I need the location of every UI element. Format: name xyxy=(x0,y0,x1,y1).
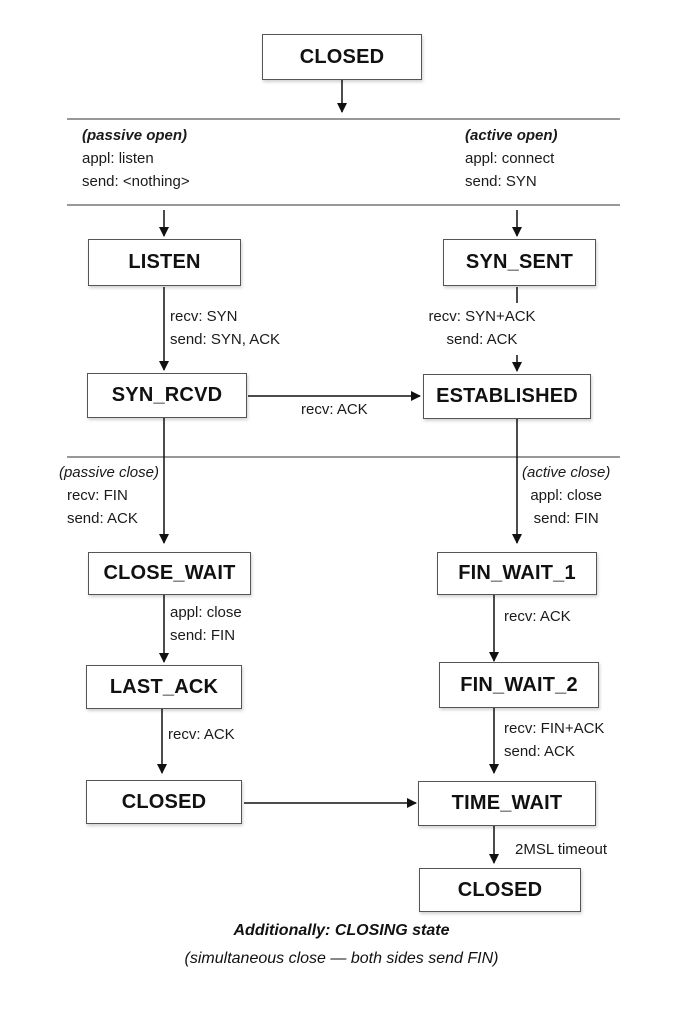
passive-close-heading: (passive close) xyxy=(58,464,159,481)
label-fin-wait-2-to-time-wait: recv: FIN+ACK send: ACK xyxy=(504,717,604,763)
state-close-wait: CLOSE_WAIT xyxy=(88,552,251,595)
state-fin-wait-2: FIN_WAIT_2 xyxy=(439,662,599,708)
state-closed-top: CLOSED xyxy=(262,34,422,80)
section-passive-open: (passive open) appl: listen send: <nothi… xyxy=(82,124,190,193)
state-established: ESTABLISHED xyxy=(423,374,591,419)
active-close-heading: (active close) xyxy=(522,464,611,481)
passive-open-line2: send: <nothing> xyxy=(82,173,190,190)
active-close-line1: appl: close xyxy=(530,487,603,504)
active-open-line2: send: SYN xyxy=(465,173,537,190)
section-active-open: (active open) appl: connect send: SYN xyxy=(465,124,558,193)
section-active-close: (active close) appl: close send: FIN xyxy=(522,461,610,530)
state-closed-bottom: CLOSED xyxy=(419,868,581,912)
close-wait-last-ack-line1: appl: close xyxy=(170,604,242,621)
syn-sent-est-line2: send: ACK xyxy=(446,331,518,348)
state-last-ack: LAST_ACK xyxy=(86,665,242,709)
state-syn-rcvd: SYN_RCVD xyxy=(87,373,247,418)
note-simultaneous-close: (simultaneous close — both sides send FI… xyxy=(184,950,499,967)
syn-sent-est-line1: recv: SYN+ACK xyxy=(428,308,536,325)
fw2-tw-line2: send: ACK xyxy=(504,743,575,760)
active-open-heading: (active open) xyxy=(465,127,558,144)
passive-open-heading: (passive open) xyxy=(82,127,188,144)
label-last-ack-to-closed: recv: ACK xyxy=(168,723,235,746)
state-syn-sent: SYN_SENT xyxy=(443,239,596,286)
note-closing-state: Additionally: CLOSING state xyxy=(233,922,450,939)
label-close-wait-to-last-ack: appl: close send: FIN xyxy=(170,601,242,647)
label-syn-sent-to-established: recv: SYN+ACK send: ACK xyxy=(420,305,544,351)
label-listen-to-syn-rcvd: recv: SYN send: SYN, ACK xyxy=(170,305,280,351)
listen-syn-rcvd-line1: recv: SYN xyxy=(170,308,238,325)
active-open-line1: appl: connect xyxy=(465,150,555,167)
state-fin-wait-1: FIN_WAIT_1 xyxy=(437,552,597,595)
last-ack-closed-line1: recv: ACK xyxy=(168,726,235,743)
passive-open-line1: appl: listen xyxy=(82,150,154,167)
label-fin-wait-1-to-fin-wait-2: recv: ACK xyxy=(504,605,571,628)
syn-rcvd-est-line1: recv: ACK xyxy=(301,401,368,418)
label-time-wait-to-closed: 2MSL timeout xyxy=(515,838,607,861)
fw1-fw2-line1: recv: ACK xyxy=(504,608,571,625)
close-wait-last-ack-line2: send: FIN xyxy=(170,627,236,644)
state-time-wait: TIME_WAIT xyxy=(418,781,596,826)
state-listen: LISTEN xyxy=(88,239,241,286)
fw2-tw-line1: recv: FIN+ACK xyxy=(504,720,605,737)
tw-closed-line1: 2MSL timeout xyxy=(515,841,607,858)
state-closed-left: CLOSED xyxy=(86,780,242,824)
section-passive-close: (passive close) recv: FIN send: ACK xyxy=(59,461,159,530)
listen-syn-rcvd-line2: send: SYN, ACK xyxy=(170,331,281,348)
active-close-line2: send: FIN xyxy=(533,510,599,527)
passive-close-line2: send: ACK xyxy=(66,510,138,527)
passive-close-line1: recv: FIN xyxy=(66,487,128,504)
label-syn-rcvd-to-established: recv: ACK xyxy=(301,398,368,421)
